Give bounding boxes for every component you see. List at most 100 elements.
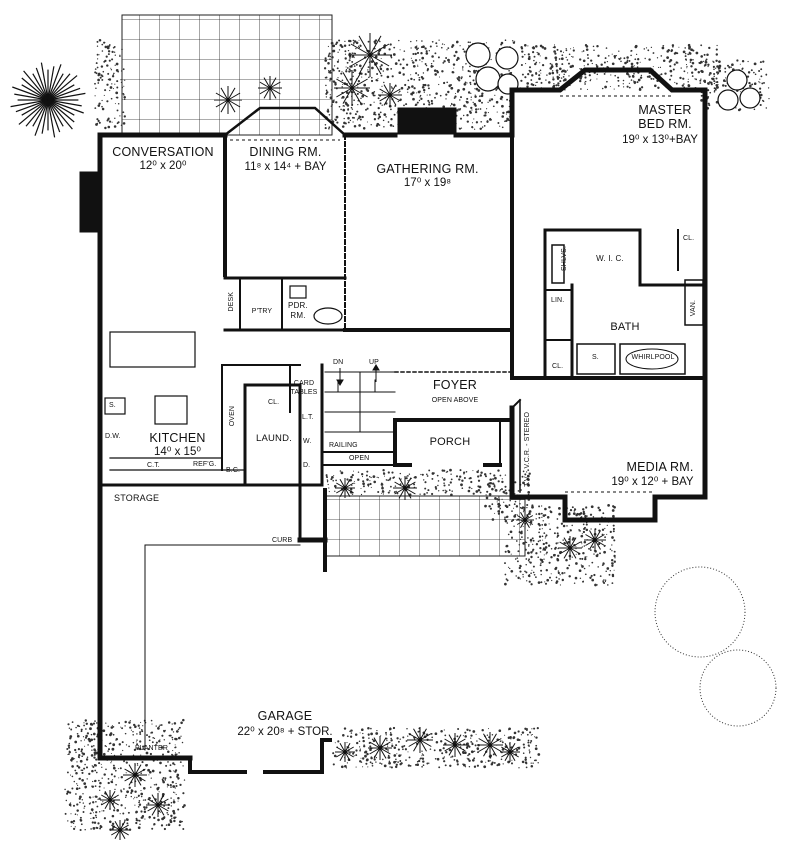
speckle-dot	[72, 822, 75, 824]
speckle-dot	[626, 59, 629, 62]
speckle-dot	[501, 104, 504, 108]
kitchen-size: 14⁰ x 15⁰	[154, 446, 201, 458]
speckle-dot	[504, 550, 507, 553]
speckle-dot	[548, 523, 550, 525]
speckle-dot	[579, 79, 582, 83]
speckle-dot	[398, 71, 402, 75]
speckle-dot	[605, 47, 608, 49]
speckle-dot	[109, 89, 111, 92]
speckle-dot	[371, 738, 374, 741]
speckle-dot	[724, 77, 727, 79]
speckle-dot	[362, 757, 365, 760]
speckle-dot	[622, 79, 625, 82]
speckle-dot	[169, 820, 173, 824]
speckle-dot	[526, 729, 528, 732]
speckle-dot	[125, 761, 128, 764]
speckle-dot	[564, 70, 567, 73]
speckle-dot	[581, 557, 584, 560]
speckle-dot	[77, 748, 80, 751]
speckle-dot	[166, 811, 169, 814]
speckle-dot	[459, 127, 461, 130]
speckle-dot	[361, 76, 363, 78]
speckle-dot	[591, 578, 595, 582]
speckle-dot	[389, 485, 392, 488]
speckle-dot	[528, 513, 531, 515]
speckle-dot	[456, 41, 458, 44]
speckle-dot	[673, 63, 676, 66]
speckle-dot	[474, 94, 476, 96]
speckle-dot	[380, 74, 383, 77]
speckle-dot	[72, 827, 76, 831]
speckle-dot	[669, 69, 673, 73]
speckle-dot	[632, 75, 635, 78]
speckle-dot	[82, 736, 85, 738]
speckle-dot	[329, 77, 332, 81]
speckle-dot	[470, 92, 472, 95]
speckle-dot	[357, 478, 360, 481]
speckle-dot	[353, 99, 355, 102]
speckle-dot	[469, 83, 472, 86]
speckle-dot	[531, 505, 534, 509]
speckle-dot	[673, 52, 676, 55]
speckle-dot	[601, 87, 604, 90]
speckle-dot	[597, 553, 599, 556]
speckle-dot	[349, 488, 353, 491]
speckle-dot	[504, 489, 507, 492]
speckle-dot	[509, 736, 512, 739]
speckle-dot	[708, 104, 711, 107]
speckle-dot	[680, 67, 682, 69]
speckle-dot	[94, 720, 96, 722]
speckle-dot	[497, 496, 500, 498]
speckle-dot	[81, 778, 84, 782]
speckle-dot	[415, 72, 418, 75]
speckle-dot	[535, 45, 538, 48]
speckle-dot	[509, 530, 513, 534]
gathering-label: GATHERING RM.	[376, 162, 479, 176]
speckle-dot	[79, 759, 83, 763]
speckle-dot	[433, 472, 435, 474]
speckle-dot	[70, 825, 72, 827]
speckle-dot	[422, 88, 426, 92]
speckle-dot	[759, 103, 762, 107]
speckle-dot	[115, 737, 119, 741]
speckle-dot	[104, 41, 106, 44]
speckle-dot	[579, 557, 582, 560]
speckle-dot	[78, 787, 81, 790]
curb-label: CURB	[272, 537, 293, 544]
speckle-dot	[170, 797, 172, 799]
speckle-dot	[555, 62, 558, 66]
speckle-dot	[148, 796, 151, 800]
speckle-dot	[498, 729, 502, 733]
speckle-dot	[433, 69, 437, 72]
speckle-dot	[174, 792, 176, 794]
speckle-dot	[101, 766, 103, 768]
speckle-dot	[578, 569, 582, 573]
speckle-dot	[652, 78, 655, 80]
speckle-dot	[687, 53, 690, 56]
speckle-dot	[522, 511, 525, 513]
speckle-dot	[527, 537, 529, 539]
speckle-dot	[532, 571, 535, 574]
speckle-dot	[172, 731, 175, 733]
speckle-dot	[558, 74, 561, 76]
speckle-dot	[135, 817, 138, 820]
speckle-dot	[140, 792, 144, 796]
speckle-dot	[407, 91, 409, 93]
speckle-dot	[583, 567, 586, 570]
speckle-dot	[467, 754, 469, 757]
speckle-dot	[327, 54, 330, 56]
speckle-dot	[437, 484, 439, 487]
speckle-dot	[586, 53, 589, 56]
speckle-dot	[496, 498, 499, 501]
speckle-dot	[555, 69, 559, 72]
speckle-dot	[421, 40, 423, 42]
speckle-dot	[115, 62, 119, 66]
speckle-dot	[174, 752, 176, 754]
speckle-dot	[120, 776, 124, 779]
speckle-dot	[98, 102, 101, 105]
speckle-dot	[530, 734, 533, 736]
speckle-dot	[603, 72, 606, 75]
speckle-dot	[554, 50, 556, 52]
speckle-dot	[347, 108, 349, 110]
speckle-dot	[558, 507, 561, 510]
